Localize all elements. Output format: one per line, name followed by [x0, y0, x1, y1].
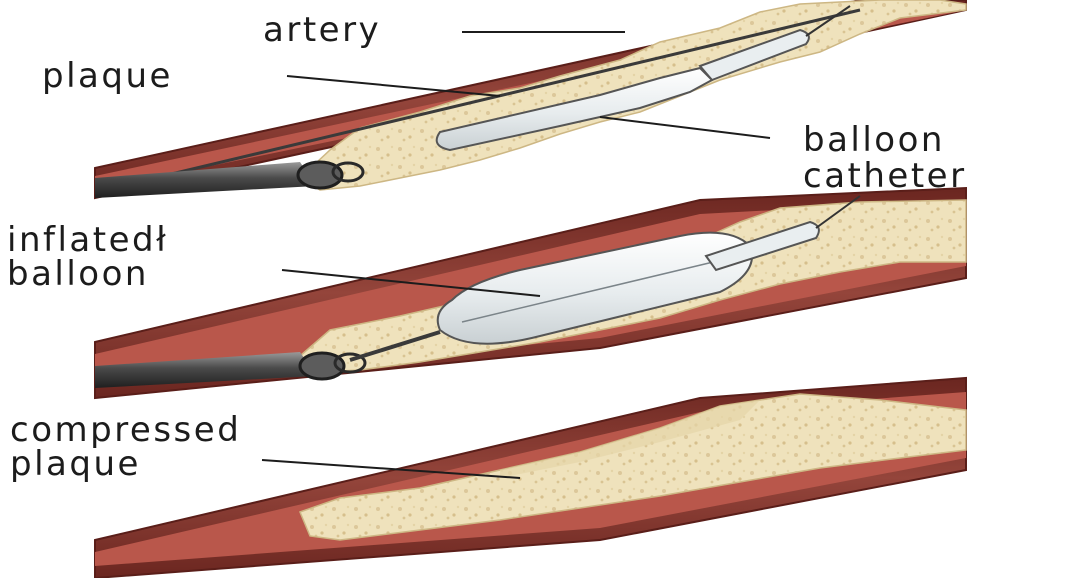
label-compressed-plaque: plaque: [10, 446, 141, 482]
label-inflated-balloon: balloon: [7, 256, 149, 292]
label-inflated: inflatedł: [7, 222, 168, 258]
label-plaque: plaque: [42, 58, 173, 94]
label-balloon: balloon: [803, 122, 945, 158]
panel-inflated: [95, 188, 966, 398]
label-catheter: catheter: [803, 158, 967, 194]
panel-compressed: [95, 378, 966, 578]
label-artery: artery: [263, 12, 381, 48]
label-compressed: compressed: [10, 412, 241, 448]
balloon-catheter-leader: [600, 117, 770, 138]
